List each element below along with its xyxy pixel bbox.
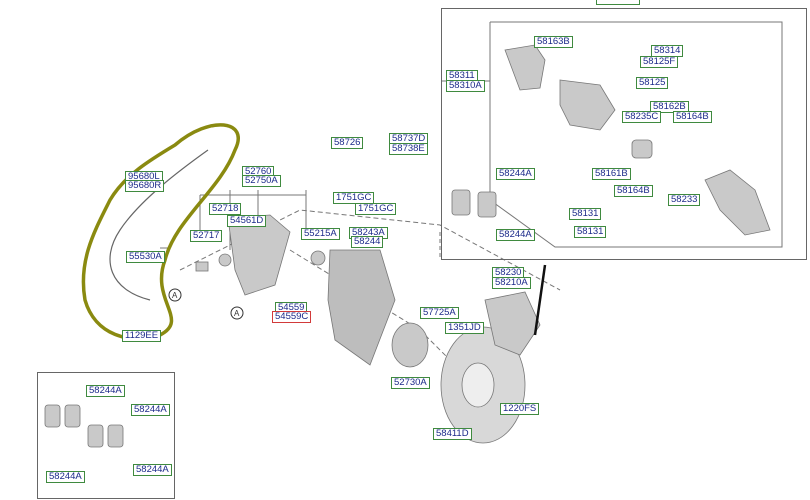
- knuckle-part: [227, 214, 291, 296]
- part-label[interactable]: 1351JD: [445, 322, 484, 334]
- highlighted-part-label[interactable]: 54559C: [272, 311, 312, 323]
- part-label[interactable]: 1751GC: [333, 192, 375, 204]
- part-label[interactable]: 58244A: [496, 229, 535, 241]
- part-label[interactable]: 1751GC: [355, 203, 397, 215]
- part-label[interactable]: 1220FS: [500, 403, 540, 415]
- part-label[interactable]: 1129EE: [122, 330, 162, 342]
- part-label[interactable]: 58162B: [650, 101, 689, 113]
- part-label[interactable]: 58235C: [622, 111, 662, 123]
- part-label[interactable]: 58411D: [433, 428, 472, 440]
- part-label[interactable]: [596, 0, 640, 5]
- dust-shield-part: [327, 249, 396, 366]
- caliper-housing-part: [504, 44, 546, 91]
- part-label[interactable]: 52718: [209, 203, 242, 215]
- part-label[interactable]: 58244A: [46, 471, 85, 483]
- caliper-inner-frame: [489, 21, 783, 248]
- pad-kit-box: [37, 372, 175, 499]
- part-label[interactable]: 58163B: [534, 36, 573, 48]
- part-label[interactable]: 58244: [351, 236, 384, 248]
- part-label[interactable]: 58233: [668, 194, 701, 206]
- part-label[interactable]: 57725A: [420, 307, 459, 319]
- part-label[interactable]: 58210A: [492, 277, 531, 289]
- part-label[interactable]: 52730A: [391, 377, 430, 389]
- part-label[interactable]: 58125F: [640, 56, 679, 68]
- part-label[interactable]: 58244A: [496, 168, 535, 180]
- part-label[interactable]: 55530A: [126, 251, 165, 263]
- caliper-assembly-box: [441, 8, 807, 260]
- hub-part: [391, 322, 429, 368]
- part-label[interactable]: 58244A: [133, 464, 172, 476]
- callout-a: A: [172, 291, 178, 300]
- part-label[interactable]: 95680R: [125, 180, 165, 192]
- rear-caliper-part: [484, 291, 541, 356]
- wheel-speed-sensor-cable: [109, 149, 209, 301]
- part-label[interactable]: 58164B: [673, 111, 712, 123]
- part-label[interactable]: 58131: [574, 226, 607, 238]
- part-label[interactable]: 58244A: [86, 385, 125, 397]
- part-label[interactable]: 58131: [569, 208, 602, 220]
- part-label[interactable]: 52750A: [242, 175, 281, 187]
- part-label[interactable]: 58161B: [592, 168, 631, 180]
- part-label[interactable]: 54561D: [227, 215, 267, 227]
- callout-a: A: [234, 309, 240, 318]
- part-label[interactable]: 58310A: [446, 80, 485, 92]
- part-label[interactable]: 58726: [331, 137, 364, 149]
- part-label[interactable]: 55215A: [301, 228, 340, 240]
- part-label[interactable]: 52717: [190, 230, 223, 242]
- part-label[interactable]: 58125: [636, 77, 669, 89]
- part-label[interactable]: 58244A: [131, 404, 170, 416]
- part-label[interactable]: 58738E: [389, 143, 428, 155]
- part-label[interactable]: 58164B: [614, 185, 653, 197]
